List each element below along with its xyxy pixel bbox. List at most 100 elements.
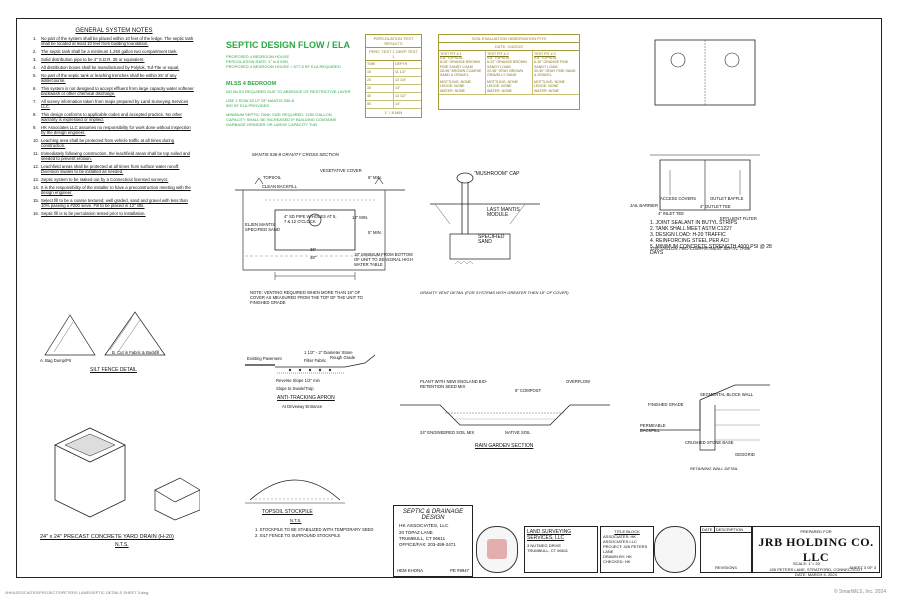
tracking-subtitle: At Driveway Entrance	[282, 404, 323, 409]
soil-line: 30-90" GRAY FINE SAND & GRAVEL	[534, 68, 576, 78]
notes-title: GENERAL SYSTEM NOTES	[75, 28, 153, 34]
rain-label: 6" COMPOST	[515, 388, 542, 393]
soil-column-head: TEST PIT # 1	[440, 52, 462, 56]
mantis-cross-section-drawing	[235, 177, 405, 280]
owner-sheet: SHEET 3 OF 3	[849, 565, 876, 570]
silt-title: SILT FENCE DETAIL	[90, 367, 137, 373]
perc-cell: 50	[366, 101, 394, 108]
engineer-license: PE #9947	[450, 568, 469, 573]
rain-label: OVERFLOW	[566, 379, 590, 384]
engineer-seal	[476, 526, 518, 573]
soil-line: MOTTLING: NONE	[487, 80, 518, 85]
note-item: 4. All distribution boxes shall be manufa…	[33, 65, 195, 70]
note-item: 3.Solid distribution pipe to be 4" S.D.R…	[33, 57, 195, 62]
soil-line: MOTTLING: NONE	[440, 80, 471, 85]
rain-garden-drawing	[400, 404, 610, 426]
soil-line: WATER: NONE	[534, 88, 559, 93]
septic-flow-line: GARBAGE GRINDER OR LARGE CAPACITY TUB	[226, 122, 317, 127]
owner-date: DATE: MARCH 4, 2024	[795, 572, 837, 577]
note-number: 14.	[33, 185, 39, 190]
note-number: 2.	[33, 49, 37, 54]
tracking-label: Rough Grade	[330, 355, 356, 360]
vent-label-cap: "MUSHROOM" CAP	[474, 171, 520, 177]
soil-line: 6-30" ORANGE FINE SANDY LOAM	[534, 60, 569, 69]
perc-cell: 10	[366, 69, 394, 76]
engineer-title: SEPTIC & DRAINAGE DESIGN	[402, 509, 464, 521]
revisions-col-date: DATE	[701, 527, 715, 532]
septic-flow-line: 590 SF ELA PROVIDED	[226, 103, 270, 108]
engineer-phone: OFFICE/FAX: 203-459-2471	[399, 542, 456, 547]
owner-logo: JRB HOLDING CO. LLC	[758, 535, 874, 564]
perc-cell: 11 1/2"	[395, 70, 407, 74]
note-item: 12.Leachfield areas shall be protected a…	[33, 164, 195, 174]
note-number: 15.	[33, 198, 39, 203]
title-block: TITLE BLOCK ASSOCIATES: HK ASSOCIATES LL…	[600, 526, 654, 573]
engineer-name: HEM KHONA	[397, 568, 424, 573]
tracking-label: Existing Pavement	[247, 356, 282, 361]
tracking-label: 1 1/2" - 2" Diameter Stone	[304, 350, 353, 355]
perc-table-title: PERCOLATION TEST RESULTS	[366, 35, 421, 48]
note-text: The septic tank shall be a minimum 1,250…	[41, 49, 178, 54]
note-number: 1.	[33, 36, 37, 41]
note-item: 14.It is the responsibility of the insta…	[33, 185, 195, 195]
note-item: 8.This design conforms to applicable cod…	[33, 112, 195, 122]
rain-label: NATIVE SOIL	[505, 430, 531, 435]
tracking-label: Reverse Slope 1/2" min	[276, 378, 320, 383]
septic-flow-title: SEPTIC DESIGN FLOW / ELA	[226, 40, 351, 50]
tank-label: ACCESS COVERS	[660, 196, 697, 201]
soil-line: 22-96" GRAY BROWN GRAVELLY SAND	[487, 68, 524, 78]
septic-flow-line: PROPOSED 4 BEDROOM HOUSE	[226, 54, 290, 59]
silt-label-a: A. Bag Dump/Pit	[40, 358, 71, 363]
note-text: Septic system to be staked out by a Conn…	[41, 177, 169, 182]
vent-label-sand: SPECIFIED SAND	[478, 234, 505, 245]
surveyor-block: LAND SURVEYING SERVICES, LLC 3 NUTMEG DR…	[524, 526, 598, 573]
engineer-addr1: 20 TOPAZ LANE	[399, 530, 433, 535]
soil-line: WATER: NONE	[487, 88, 512, 93]
note-text: It is the responsibility of the installe…	[41, 185, 191, 195]
notes-list: 1. No part of the system shall be placed …	[33, 36, 195, 216]
vent-caption: GRAVITY VENT DETAIL (FOR SYSTEMS WITH GR…	[420, 290, 569, 295]
note-text: Leaching area shall be protected from ve…	[41, 138, 175, 148]
retaining-caption: RETAINING WALL DETAIL	[690, 466, 739, 471]
perc-cell: 40	[366, 93, 394, 100]
note-text: All distribution boxes shall be manufact…	[41, 65, 180, 70]
revisions-block: DATE DESCRIPTION REVISIONS	[700, 526, 752, 573]
mantis-label: 12" MIN.	[352, 215, 369, 220]
perc-cell: 30	[366, 85, 394, 92]
note-item: 5.No part of the septic tank or leaching…	[33, 73, 195, 83]
mantis-label: CLEAN BACKFILL	[262, 184, 297, 189]
note-text: Select fill to be a coarse textured, wel…	[41, 198, 188, 208]
soil-line: LEDGE: NONE	[534, 84, 559, 89]
note-item: 6.This system is not designed to accept …	[33, 86, 195, 96]
rain-garden-title: RAIN GARDEN SECTION	[475, 443, 534, 449]
soil-column-head: TEST PIT # 2	[487, 52, 509, 56]
revisions-col-desc: DESCRIPTION	[715, 527, 744, 532]
note-text: No part of the system shall be placed wi…	[41, 36, 194, 46]
septic-flow-line: MINIMUM SEPTIC TANK SIZE REQUIRED: 1250 …	[226, 112, 332, 117]
note-text: Leachfield areas shall be protected at a…	[41, 164, 180, 174]
retaining-label: GEOGRID	[735, 452, 755, 457]
note-item: 10.Leaching area shall be protected from…	[33, 138, 195, 148]
note-number: 11.	[33, 151, 39, 156]
title-block-line2: PROJECT: 426 PETERS LANE	[603, 544, 648, 554]
mlss-title: MLSS 4 BEDROOM	[226, 81, 277, 87]
surveyor-line2: TRUMBULL, CT 06611	[527, 548, 568, 553]
stockpile-drawing	[245, 479, 345, 504]
note-number: 4.	[33, 65, 37, 70]
general-notes: GENERAL SYSTEM NOTES 1. No part of the sy…	[33, 28, 195, 219]
perc-table-footer: 1" / 8 MIN	[384, 110, 403, 115]
soil-table-title: SOIL EVALUATION OBSERVATION PITS	[439, 35, 579, 43]
title-block-line1: ASSOCIATES: HK ASSOCIATES LLC	[603, 534, 637, 544]
note-text: This design conforms to applicable codes…	[41, 112, 182, 122]
mantis-label: TOPSOIL	[263, 175, 282, 180]
catch-basin-drawing	[54, 427, 200, 521]
tank-label: EFFLUENT FILTER	[720, 216, 757, 221]
note-text: This system is not designed to accept ef…	[41, 86, 194, 96]
footer-path: \\HKASSOCIATES\PROJECTS\PETERS LANE\SEPT…	[5, 590, 149, 595]
